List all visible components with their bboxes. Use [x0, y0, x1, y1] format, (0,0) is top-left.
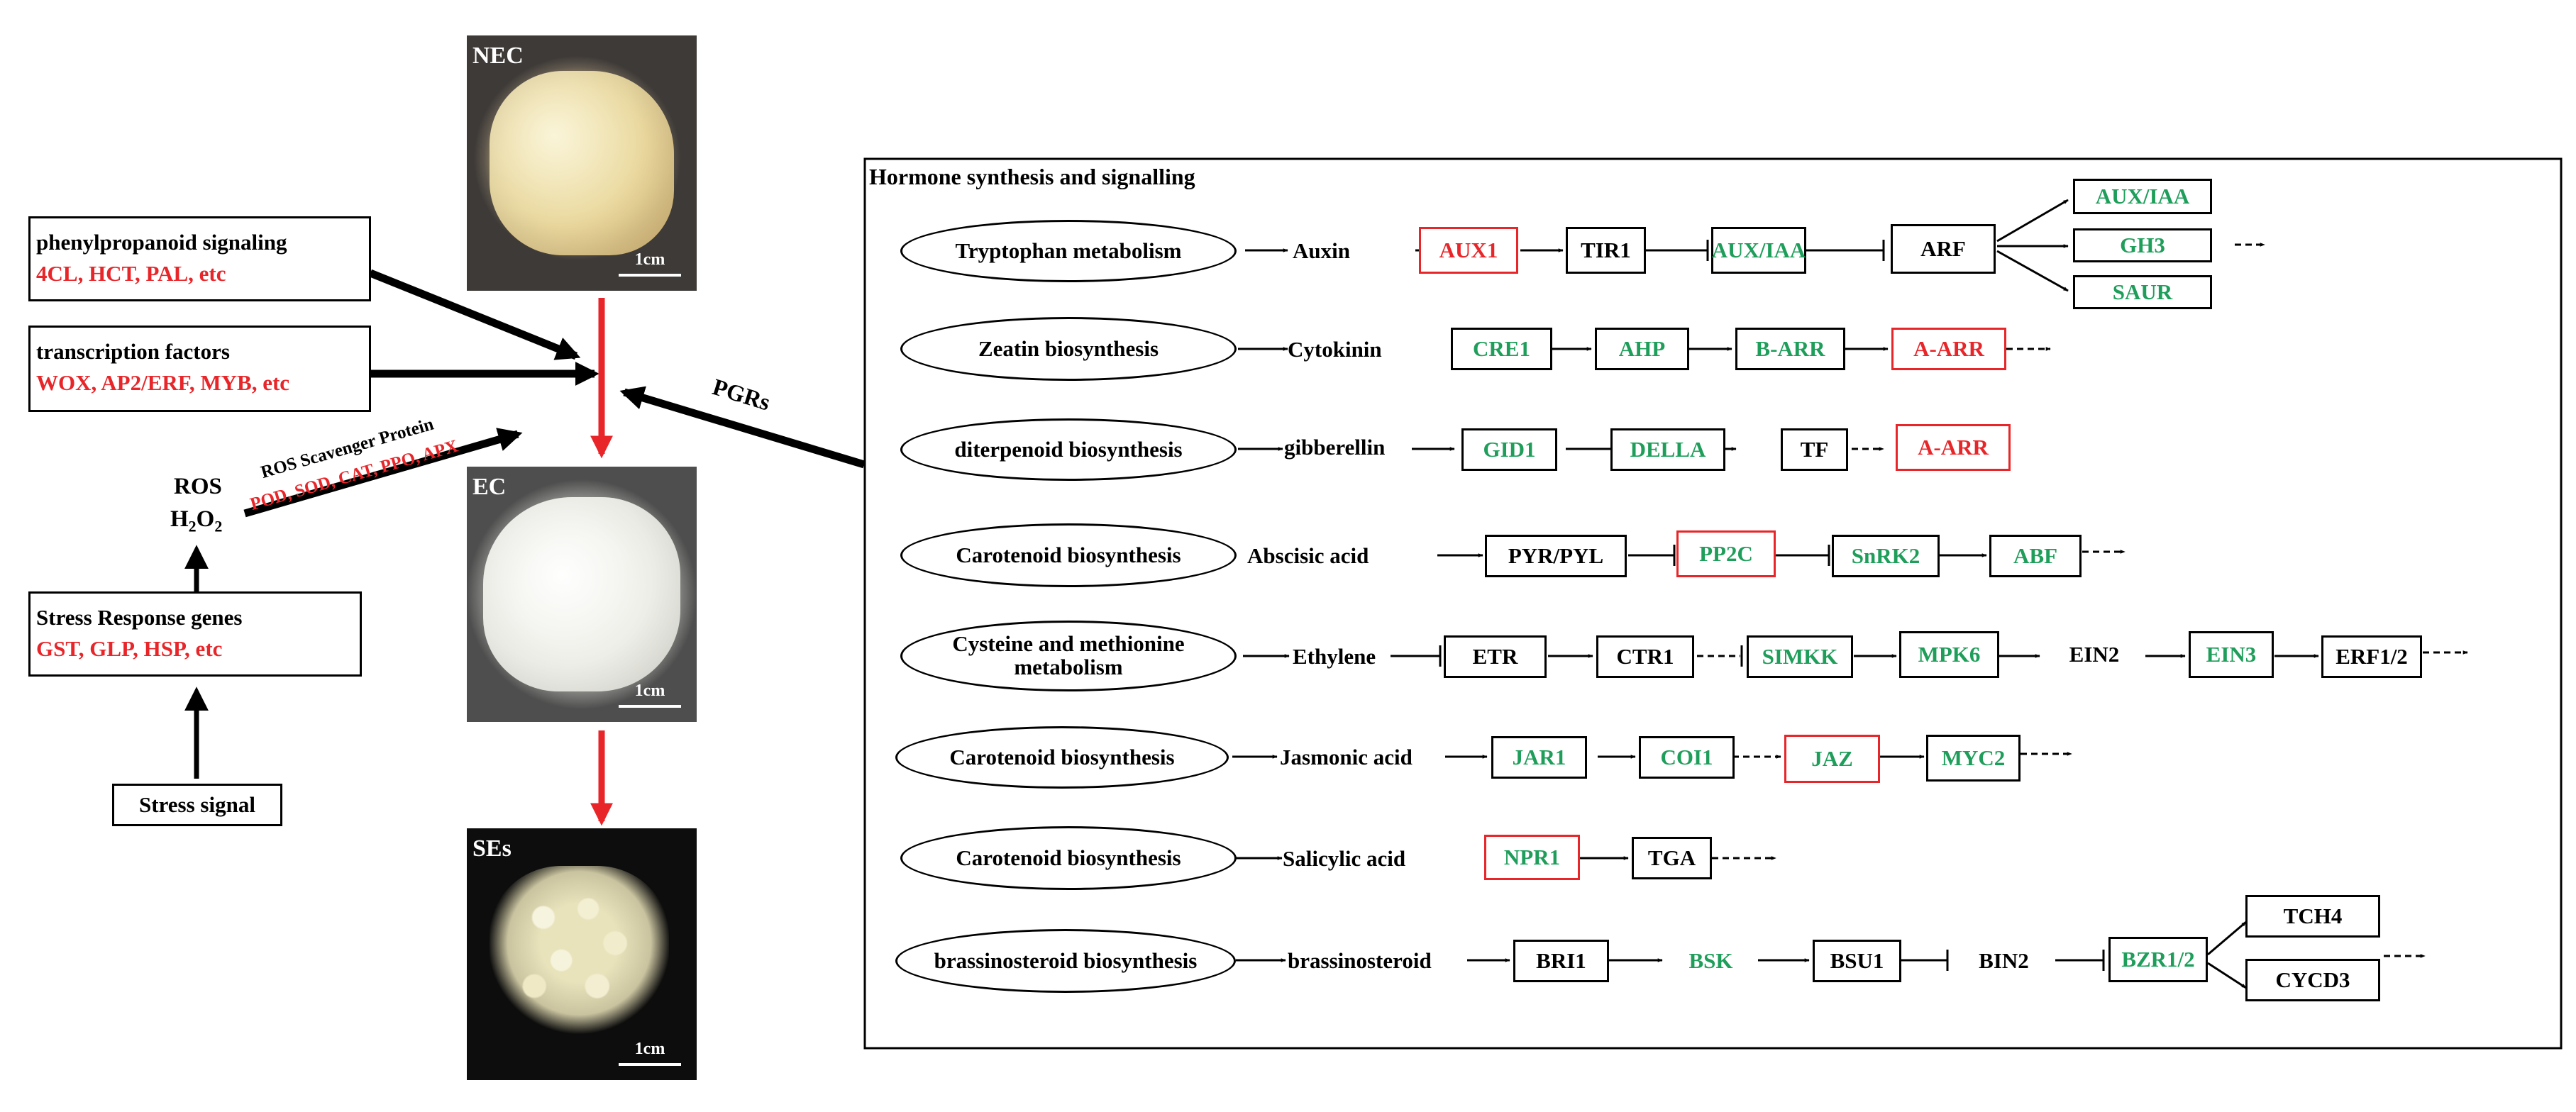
pathway-carotenoid-sa: Carotenoid biosynthesis — [900, 826, 1237, 890]
photo-label-nec: NEC — [472, 43, 524, 69]
stress-signal-box: Stress signal — [112, 784, 282, 826]
hormone-ethylene: Ethylene — [1293, 644, 1376, 669]
node-aux-iaa: AUX/IAA — [1711, 227, 1806, 274]
phenyl-to-center-arrow — [368, 269, 581, 360]
hormone-gibberellin: gibberellin — [1284, 435, 1386, 460]
pathway-brassinosteroid: brassinosteroid biosynthesis — [895, 929, 1236, 993]
node-cre1: CRE1 — [1451, 328, 1552, 370]
pathway-carotenoid-aba: Carotenoid biosynthesis — [900, 523, 1237, 587]
node-cycd3: CYCD3 — [2245, 959, 2380, 1001]
panel-title: Hormone synthesis and signalling — [869, 164, 1195, 189]
node-gh3: GH3 — [2073, 228, 2212, 262]
photo-nec: NEC 1cm — [467, 35, 697, 291]
node-bsk: BSK — [1664, 940, 1758, 982]
scale-label-ec: 1cm — [634, 682, 665, 700]
node-coi1: COI1 — [1639, 736, 1735, 779]
hormone-salicylic-acid: Salicylic acid — [1283, 846, 1406, 871]
node-ctr1: CTR1 — [1596, 635, 1694, 678]
node-mpk6: MPK6 — [1899, 631, 1999, 678]
stress-response-title: Stress Response genes — [36, 605, 243, 630]
node-saur: SAUR — [2073, 275, 2212, 309]
node-ein2: EIN2 — [2043, 631, 2145, 678]
phenylpropanoid-box: phenylpropanoid signaling 4CL, HCT, PAL,… — [28, 216, 371, 301]
node-pyr-pyl: PYR/PYL — [1485, 535, 1627, 577]
node-arf: ARF — [1891, 224, 1996, 274]
node-bin2: BIN2 — [1952, 940, 2055, 982]
hormone-panel-frame — [863, 157, 2563, 1050]
node-aux1: AUX1 — [1419, 227, 1518, 274]
node-myc2: MYC2 — [1926, 735, 2021, 782]
hormone-abscisic-acid: Abscisic acid — [1247, 543, 1369, 568]
callus-nec — [490, 71, 674, 255]
transcription-factors-box: transcription factors WOX, AP2/ERF, MYB,… — [28, 326, 371, 412]
scale-label-ses: 1cm — [634, 1040, 665, 1058]
pathway-cysteine-methionine: Cysteine and methionine metabolism — [900, 621, 1237, 691]
hormone-auxin: Auxin — [1293, 238, 1350, 263]
node-della: DELLA — [1610, 428, 1725, 471]
stress-response-box: Stress Response genes GST, GLP, HSP, etc — [28, 591, 362, 677]
hormone-cytokinin: Cytokinin — [1288, 337, 1382, 362]
scale-bar-ec: 1cm — [619, 682, 681, 708]
node-bzr1-2: BZR1/2 — [2108, 937, 2208, 982]
node-erf1-2: ERF1/2 — [2321, 635, 2422, 678]
transcription-factors-title: transcription factors — [36, 339, 230, 364]
node-ein3: EIN3 — [2189, 631, 2274, 678]
photo-ses: SEs 1cm — [467, 828, 697, 1080]
node-npr1: NPR1 — [1484, 835, 1580, 880]
node-tga: TGA — [1632, 837, 1712, 879]
node-bri1: BRI1 — [1513, 940, 1609, 982]
node-abf: ABF — [1989, 535, 2082, 577]
node-branch-aux-iaa: AUX/IAA — [2073, 179, 2212, 214]
node-jaz: JAZ — [1784, 735, 1880, 783]
pathway-tryptophan: Tryptophan metabolism — [900, 220, 1237, 282]
pathway-diterpenoid: diterpenoid biosynthesis — [900, 418, 1237, 481]
node-tch4: TCH4 — [2245, 895, 2380, 938]
hormone-jasmonic-acid: Jasmonic acid — [1280, 745, 1413, 769]
ros-label: ROS — [174, 474, 222, 499]
node-tir1: TIR1 — [1566, 227, 1646, 274]
pathway-zeatin: Zeatin biosynthesis — [900, 317, 1237, 381]
node-ahp: AHP — [1595, 328, 1689, 370]
node-tf: TF — [1781, 428, 1848, 471]
photo-label-ec: EC — [472, 474, 507, 500]
pathway-carotenoid-ja: Carotenoid biosynthesis — [895, 726, 1229, 789]
pgrs-arrow — [619, 386, 866, 469]
node-simkk: SIMKK — [1747, 635, 1853, 678]
ros-to-center-arrow — [243, 428, 523, 518]
stress-response-genes: GST, GLP, HSP, etc — [36, 636, 223, 661]
photo-label-ses: SEs — [472, 835, 512, 862]
phenylpropanoid-genes: 4CL, HCT, PAL, etc — [36, 261, 226, 286]
node-snrk2: SnRK2 — [1832, 535, 1940, 577]
scale-bar-ses: 1cm — [619, 1040, 681, 1066]
scale-label-nec: 1cm — [634, 250, 665, 269]
node-bsu1: BSU1 — [1813, 940, 1901, 982]
phenylpropanoid-title: phenylpropanoid signaling — [36, 230, 287, 255]
embryos-ses — [490, 866, 670, 1038]
node-pp2c: PP2C — [1676, 530, 1776, 577]
hormone-brassinosteroid: brassinosteroid — [1288, 948, 1432, 973]
callus-ec — [482, 497, 681, 691]
scale-bar-nec: 1cm — [619, 250, 681, 277]
node-gid1: GID1 — [1461, 428, 1557, 471]
node-b-arr: B-ARR — [1735, 328, 1845, 370]
transcription-factors-genes: WOX, AP2/ERF, MYB, etc — [36, 370, 290, 395]
h2o2-label: H2O2 — [170, 506, 223, 535]
photo-ec: EC 1cm — [467, 467, 697, 722]
node-a-arr-gibberellin: A-ARR — [1896, 424, 2011, 471]
node-etr: ETR — [1444, 635, 1547, 678]
node-jar1: JAR1 — [1491, 736, 1587, 779]
node-a-arr-cytokinin: A-ARR — [1891, 328, 2006, 370]
